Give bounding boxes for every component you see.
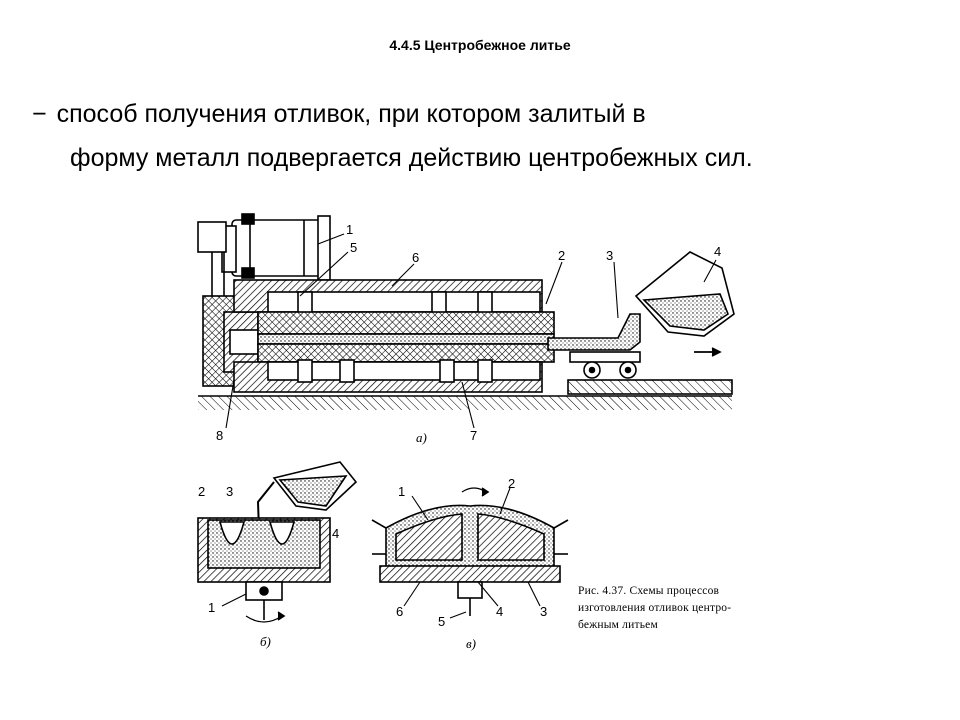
callout-a-2: 2 [558,248,565,263]
definition-text: −способ получения отливок, при котором з… [32,92,912,180]
callout-v-3: 3 [540,604,547,619]
sublabel-b: б) [260,634,271,649]
callout-v-6: 6 [396,604,403,619]
diagram-a [197,213,735,429]
slide-title: 4.4.5 Центробежное литье [389,37,571,53]
callout-a-4: 4 [714,244,721,259]
diagram-a-callouts: 1 5 6 2 3 4 8 7 а) [216,222,721,445]
callout-a-1: 1 [346,222,353,237]
definition-dash: − [32,100,47,128]
callout-b-1: 1 [208,600,215,615]
diagram-b [197,461,358,623]
callout-b-2: 2 [198,484,205,499]
figure-caption: Рис. 4.37. Схемы процессов изготовления … [578,585,731,631]
callout-b-4: 4 [332,526,339,541]
callout-a-6: 6 [412,250,419,265]
callout-v-5: 5 [438,614,445,629]
definition-line-2: форму металл подвергается действию центр… [70,144,753,172]
caption-line-3: бежным литьем [578,619,658,631]
callout-v-2: 2 [508,476,515,491]
callout-a-7: 7 [470,428,477,443]
callout-a-8: 8 [216,428,223,443]
definition-line-1-text: способ получения отливок, при котором за… [56,100,646,128]
callout-b-3: 3 [226,484,233,499]
sublabel-v: в) [466,636,476,651]
callout-a-5: 5 [350,240,357,255]
diagram-v-callouts: 1 2 6 5 4 3 в) [396,476,547,651]
sublabel-a: а) [416,430,427,445]
definition-line-1: −способ получения отливок, при котором з… [32,92,912,136]
caption-line-2: изготовления отливок центро- [578,602,731,614]
callout-a-3: 3 [606,248,613,263]
callout-v-4: 4 [496,604,503,619]
callout-v-1: 1 [398,484,405,499]
caption-line-1: Рис. 4.37. Схемы процессов [578,585,720,597]
diagram-b-callouts: 2 3 4 1 б) [198,484,339,649]
diagram-v [371,487,569,619]
